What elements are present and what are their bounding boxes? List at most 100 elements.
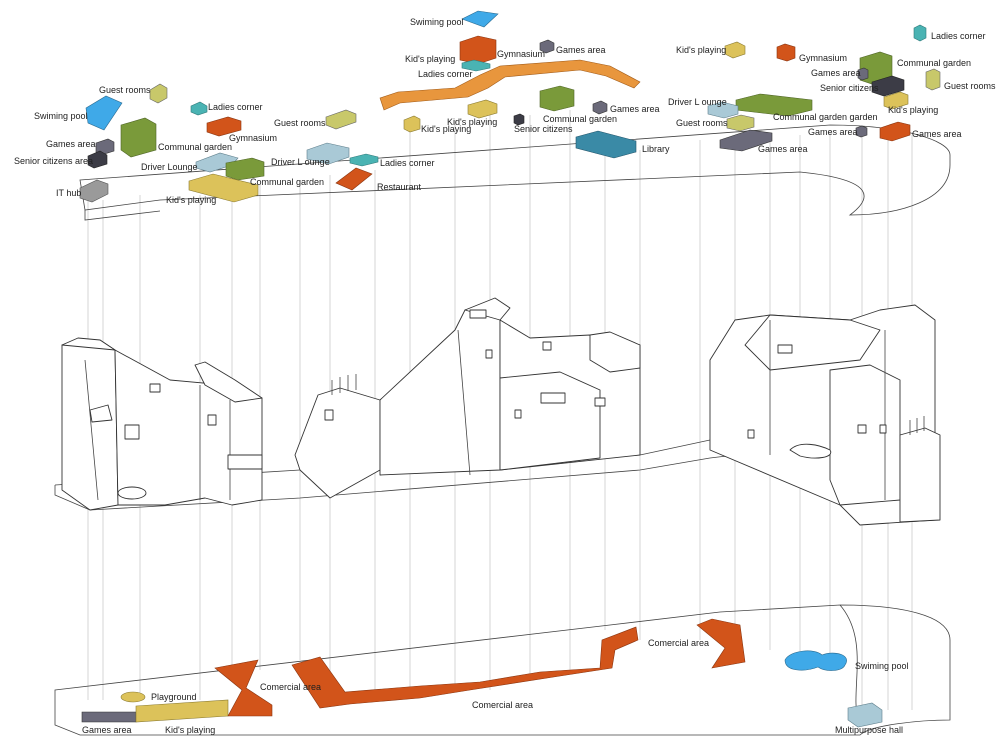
kids-playing-block-2 [467,99,498,119]
label: Swiming pool [855,661,909,671]
label: Gymnasium [229,133,277,143]
top-blocks-left [79,83,265,203]
building-left [61,337,263,511]
ladies-corner-block-4 [913,24,927,42]
label: Ladies corner [418,69,473,79]
senior-citizens-block-3 [871,75,905,97]
commercial-area-right [696,618,746,669]
label: Driver Lounge [141,162,198,172]
top-labels: Swiming pool Guest rooms Ladies corner G… [14,17,996,205]
label: Communal garden [897,58,971,68]
playground-ellipse [120,691,146,703]
label: Games area [46,139,96,149]
label: Swiming pool [34,111,88,121]
driver-lounge-block-3 [707,101,739,119]
kids-playing-strip [135,699,229,723]
swimming-pool-shape [784,650,847,671]
label: Games area [82,725,132,735]
label: Guest rooms [99,85,151,95]
communal-garden-block-2 [225,157,265,181]
label: IT hub [56,188,81,198]
ladies-corner-block-3 [349,153,379,167]
ladies-corner-block-2 [461,59,491,72]
games-area-block-5 [719,129,773,152]
games-area-strip [81,711,137,723]
label: Communal garden [158,142,232,152]
games-area-block-3 [592,100,608,115]
games-area-block-4 [857,67,869,81]
kids-playing-block-1 [188,173,259,203]
label: Games area [811,68,861,78]
label: Comercial area [260,682,321,692]
kids-playing-block-5 [883,91,909,110]
communal-garden-block-3 [539,85,575,112]
label: Multipurpose hall [835,725,903,735]
games-area-block-6 [855,125,868,138]
library-block [575,130,637,159]
label: Kid's playing [405,54,455,64]
label: Kid's playing [165,725,215,735]
label: Ladies corner [931,31,986,41]
games-area-block-7 [879,121,911,142]
building-center [294,297,641,499]
label: Kid's playing [421,124,471,134]
label: Kid's playing [676,45,726,55]
label: Driver L ounge [668,97,727,107]
swimming-pool-block [85,95,123,131]
it-hub-block [79,179,109,203]
gymnasium-block-1 [206,116,242,137]
guest-rooms-block-4 [726,114,755,132]
label: Restaurant [377,182,422,192]
label: Communal garden [543,114,617,124]
swimming-pool-block-2 [461,10,499,28]
label: Communal garden garden [773,112,878,122]
label: Ladies corner [380,158,435,168]
commercial-area-left [214,659,273,717]
label: Kid's playing [888,105,938,115]
label: Comercial area [648,638,709,648]
driver-lounge-block-2 [306,142,350,165]
guest-rooms-block-1 [149,83,168,104]
label: Games area [912,129,962,139]
label: Senior citizens area [14,156,93,166]
label: Guest rooms [676,118,728,128]
label: Comercial area [472,700,533,710]
commercial-area-center [291,626,639,709]
label: Driver L ounge [271,157,330,167]
label: Games area [808,127,858,137]
label: Games area [556,45,606,55]
multipurpose-hall-block [847,702,883,728]
gymnasium-block-2 [459,35,497,65]
arrow-markers-right [909,416,925,435]
label: Games area [758,144,808,154]
label: Senior citizens [820,83,879,93]
label: Gymnasium [497,49,545,59]
ladies-corner-block-1 [190,101,208,116]
ground-labels: Playground Games area Kid's playing Come… [82,638,909,735]
games-area-block-2 [539,39,555,54]
top-blocks-right [707,24,941,152]
label: Swiming pool [410,17,464,27]
communal-garden-block-1 [120,117,157,158]
ground-blocks [81,618,883,728]
label: Communal garden [250,177,324,187]
arrow-markers-center [331,374,357,395]
gymnasium-block-3 [776,43,796,62]
label: Guest rooms [944,81,996,91]
restaurant-block [335,167,373,191]
kids-playing-block-3 [403,115,421,133]
kids-playing-block-4 [724,41,746,59]
top-floor-slab [79,124,951,221]
label: Kid's playing [166,195,216,205]
label: Guest rooms [274,118,326,128]
label: Ladies corner [208,102,263,112]
label: Kid's playing [447,117,497,127]
label: Gymnasium [799,53,847,63]
senior-citizens-block-1 [87,150,108,169]
restaurant-ribbon [379,59,641,111]
building-right [709,304,941,526]
label: Senior citizens [514,124,573,134]
label: Library [642,144,670,154]
top-blocks-middle [306,10,641,191]
